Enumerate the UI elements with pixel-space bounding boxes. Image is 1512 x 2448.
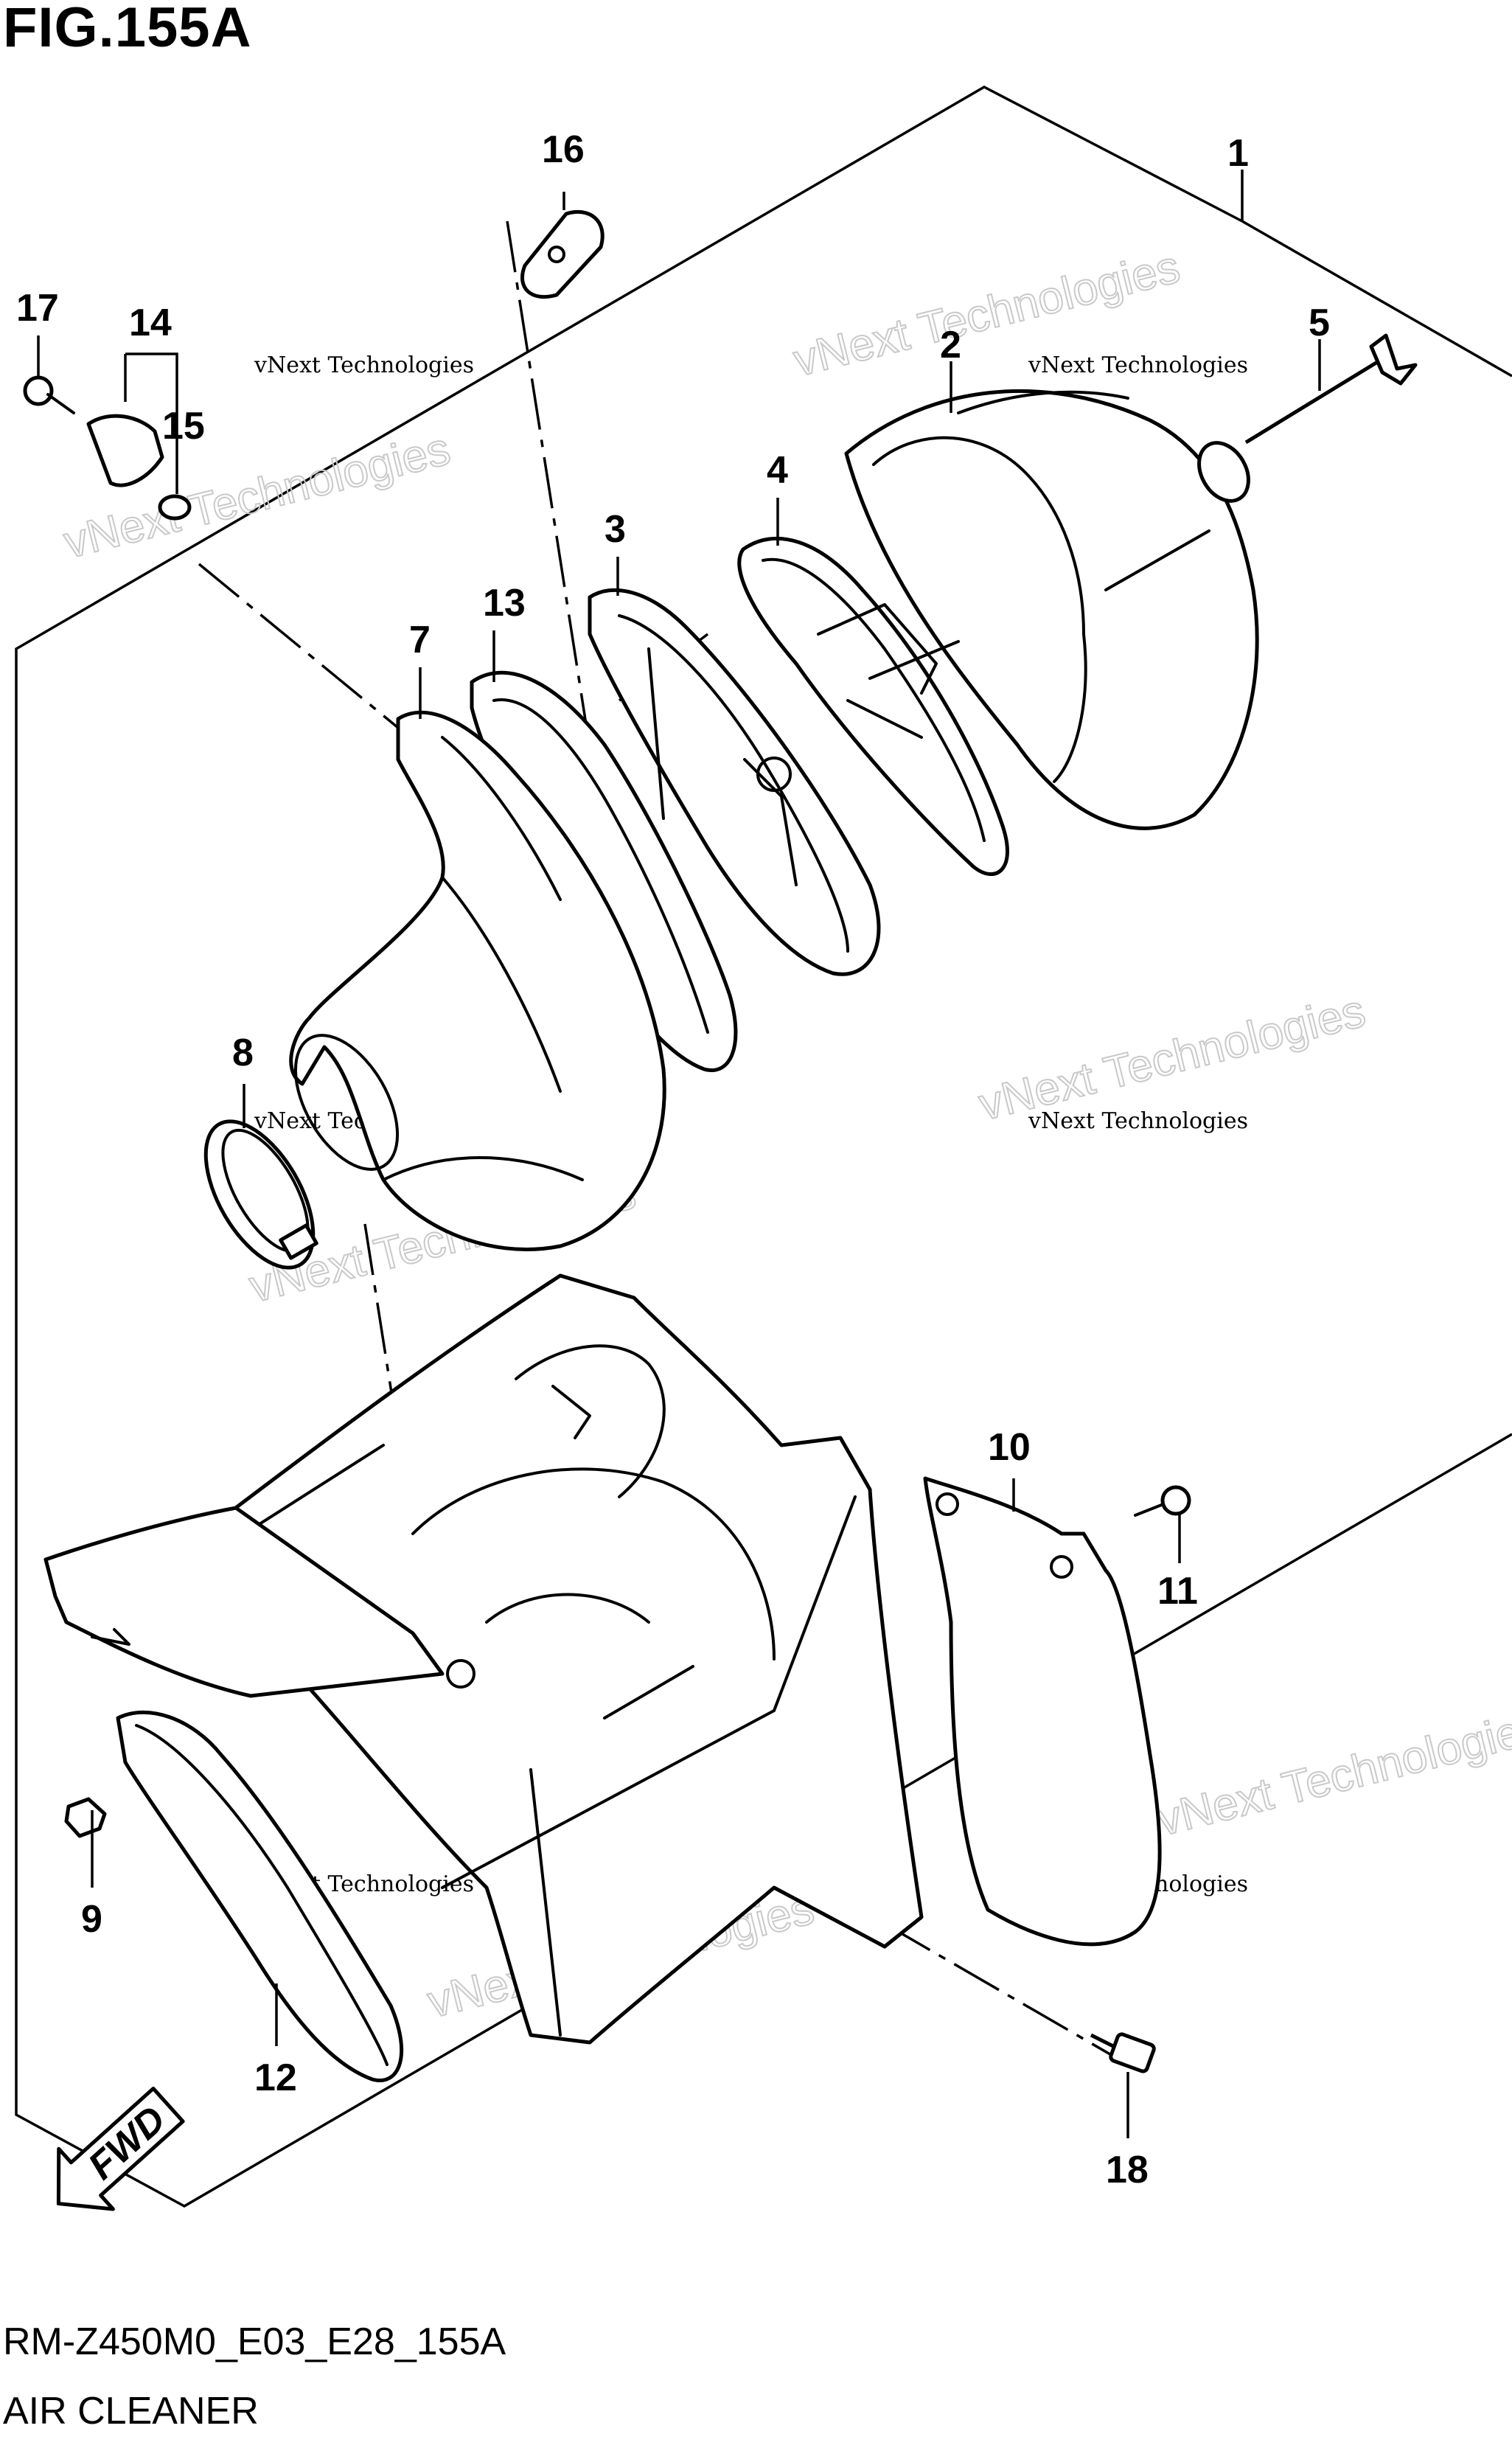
part-5-o-ring [1197,441,1250,503]
part-14-bracket [86,414,164,487]
callout-3: 3 [605,508,626,551]
watermark-label: vNext Technologies [1028,1108,1248,1134]
callout-14: 14 [129,302,172,344]
watermark-label: vNext Technologies [1028,352,1248,378]
callout-7: 7 [409,619,431,661]
part-18-bolt [1090,2032,1156,2073]
callout-5: 5 [1309,302,1330,344]
callout-16: 16 [542,128,585,171]
callout-1: 1 [1227,132,1249,175]
part-11-screw [1134,1485,1191,1517]
callout-13: 13 [483,582,526,625]
callout-15: 15 [162,405,205,448]
part-16-plate [520,209,605,299]
callout-18: 18 [1106,2149,1149,2191]
watermark-text: vNext Technologies [1152,1701,1512,1846]
part-4-air-filter [737,536,1009,876]
assembly-boundary [15,86,1512,2208]
part-9-nut [64,1797,107,1838]
fwd-arrow-icon: FWD [56,2086,185,2211]
callout-11: 11 [1157,1570,1198,1613]
callout-9: 9 [81,1898,102,1941]
part-1-air-cleaner-case [189,1273,924,2045]
figure-code: RM-Z450M0_E03_E28_155A [3,2320,506,2363]
part-17-bolt [23,375,75,414]
callout-4: 4 [767,449,788,492]
callout-12: 12 [254,2056,297,2099]
figure-name: AIR CLEANER [3,2390,259,2433]
part-3-filter-holder [588,588,881,976]
part-5-wing-bolt [1244,333,1418,445]
part-8-clamp [203,1119,318,1270]
part-10-rear-cover [923,1476,1162,1947]
callout-17: 17 [16,287,59,330]
part-2-filter-cage [844,389,1259,830]
part-12-gasket [116,1710,404,2082]
callout-8: 8 [232,1032,254,1074]
part-mud-guard [43,1506,445,1698]
part-15-washer [158,494,192,521]
callout-10: 10 [988,1426,1031,1469]
callout-2: 2 [940,324,961,366]
figure-title: FIG.155A [3,0,252,59]
watermark-label: vNext Technologies [254,352,474,378]
part-7-intake-boot [289,710,666,1251]
